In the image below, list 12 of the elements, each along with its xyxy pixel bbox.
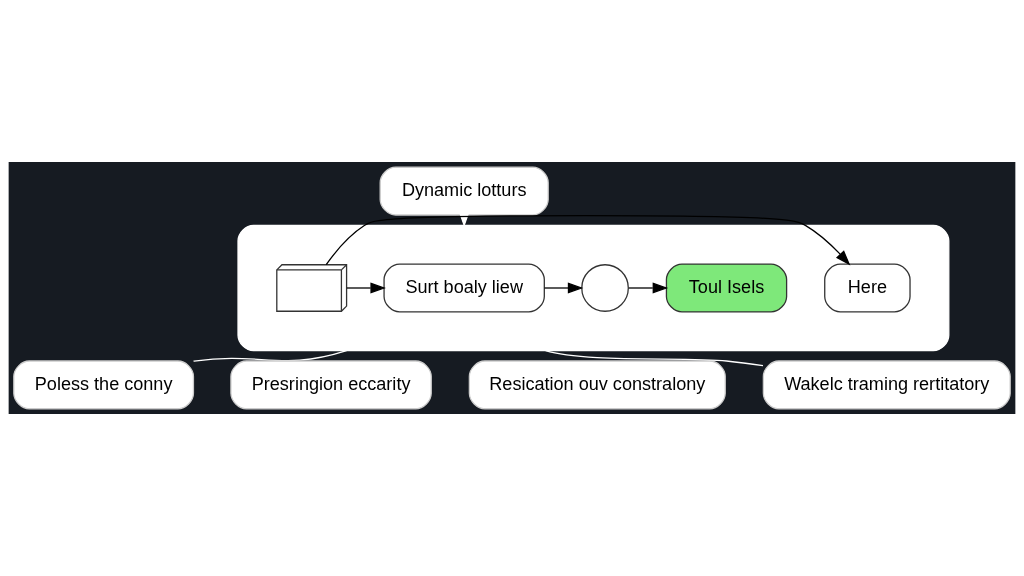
node-box: Wakelc traming rertitatory (762, 360, 1011, 410)
cluster (237, 224, 950, 352)
node-box: Surt boaly liew (383, 263, 545, 313)
node-box: Here (824, 263, 911, 313)
node-circle (581, 264, 629, 312)
node-box: Presringion eccarity (230, 360, 432, 410)
node-box: Toul Isels (665, 263, 788, 313)
arrow (543, 282, 584, 294)
node-box: Poless the conny (13, 360, 195, 410)
arrow (628, 282, 669, 294)
arrow (346, 282, 386, 294)
node-box: Resication ouv constralony (468, 360, 726, 410)
